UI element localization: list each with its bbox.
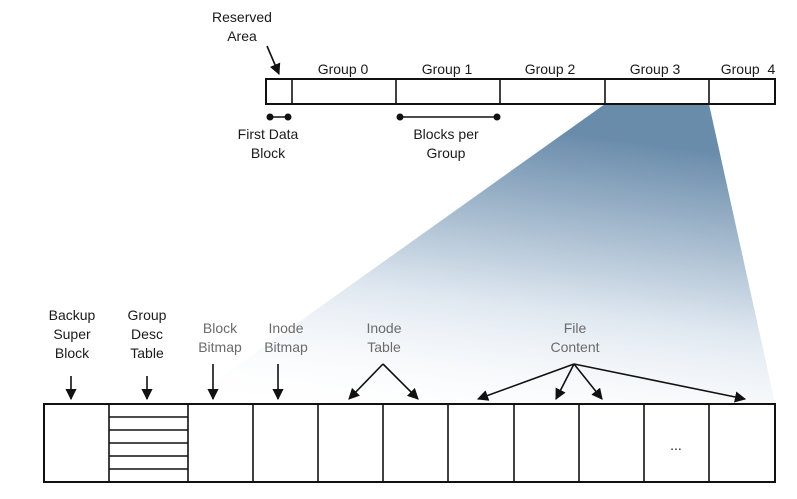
file-content-arrow-1 — [476, 363, 575, 401]
blocks-per-group-label: Blocks per Group — [413, 126, 479, 161]
inode-bitmap-label: Inode Bitmap — [264, 320, 308, 355]
svg-text:Super: Super — [53, 326, 91, 342]
svg-text:Bitmap: Bitmap — [198, 339, 242, 355]
file-content-arrow-4 — [573, 363, 747, 403]
inode-table-label: Inode Table — [366, 320, 401, 355]
svg-text:Reserved: Reserved — [212, 9, 272, 25]
inode-table-arrow-left — [348, 363, 384, 400]
reserved-area-label: Reserved Area — [212, 9, 272, 44]
svg-text:Blocks per: Blocks per — [413, 126, 479, 142]
group-3-label: Group 3 — [630, 61, 681, 77]
ellipsis-cell-label: ... — [670, 437, 682, 453]
svg-text:File: File — [564, 320, 587, 336]
svg-text:Group: Group — [427, 145, 466, 161]
block-bitmap-label: Block Bitmap — [198, 320, 242, 355]
group-2-label: Group 2 — [525, 61, 576, 77]
file-content-label: File Content — [550, 320, 599, 355]
svg-text:Block: Block — [251, 145, 286, 161]
svg-text:Inode: Inode — [366, 320, 401, 336]
group-4-label: Group 4 — [721, 61, 776, 77]
file-content-arrow-3 — [573, 363, 603, 400]
backup-super-block-label: Backup Super Block — [49, 307, 96, 361]
inode-table-arrow-right — [382, 363, 419, 400]
svg-text:Backup: Backup — [49, 307, 96, 323]
svg-text:Table: Table — [130, 345, 164, 361]
blocks-per-group-marker — [396, 113, 501, 121]
svg-text:Content: Content — [550, 339, 599, 355]
first-data-block-label: First Data Block — [238, 126, 299, 161]
group-desc-table-rows — [109, 416, 188, 470]
group-1-label: Group 1 — [422, 61, 473, 77]
svg-text:Group: Group — [128, 307, 167, 323]
group-0-label: Group 0 — [318, 61, 369, 77]
svg-text:Block: Block — [203, 320, 238, 336]
svg-text:Desc: Desc — [131, 326, 163, 342]
svg-text:Table: Table — [367, 339, 401, 355]
first-data-block-marker — [266, 113, 292, 121]
partition-bar — [265, 78, 776, 105]
svg-text:First Data: First Data — [238, 126, 299, 142]
svg-text:Bitmap: Bitmap — [264, 339, 308, 355]
group-desc-table-label: Group Desc Table — [128, 307, 167, 361]
svg-text:Block: Block — [55, 345, 90, 361]
group-expansion-fan — [185, 104, 775, 403]
svg-text:Inode: Inode — [268, 320, 303, 336]
file-content-arrow-2 — [555, 363, 575, 400]
svg-text:Area: Area — [227, 28, 257, 44]
reserved-area-arrow — [266, 45, 281, 76]
